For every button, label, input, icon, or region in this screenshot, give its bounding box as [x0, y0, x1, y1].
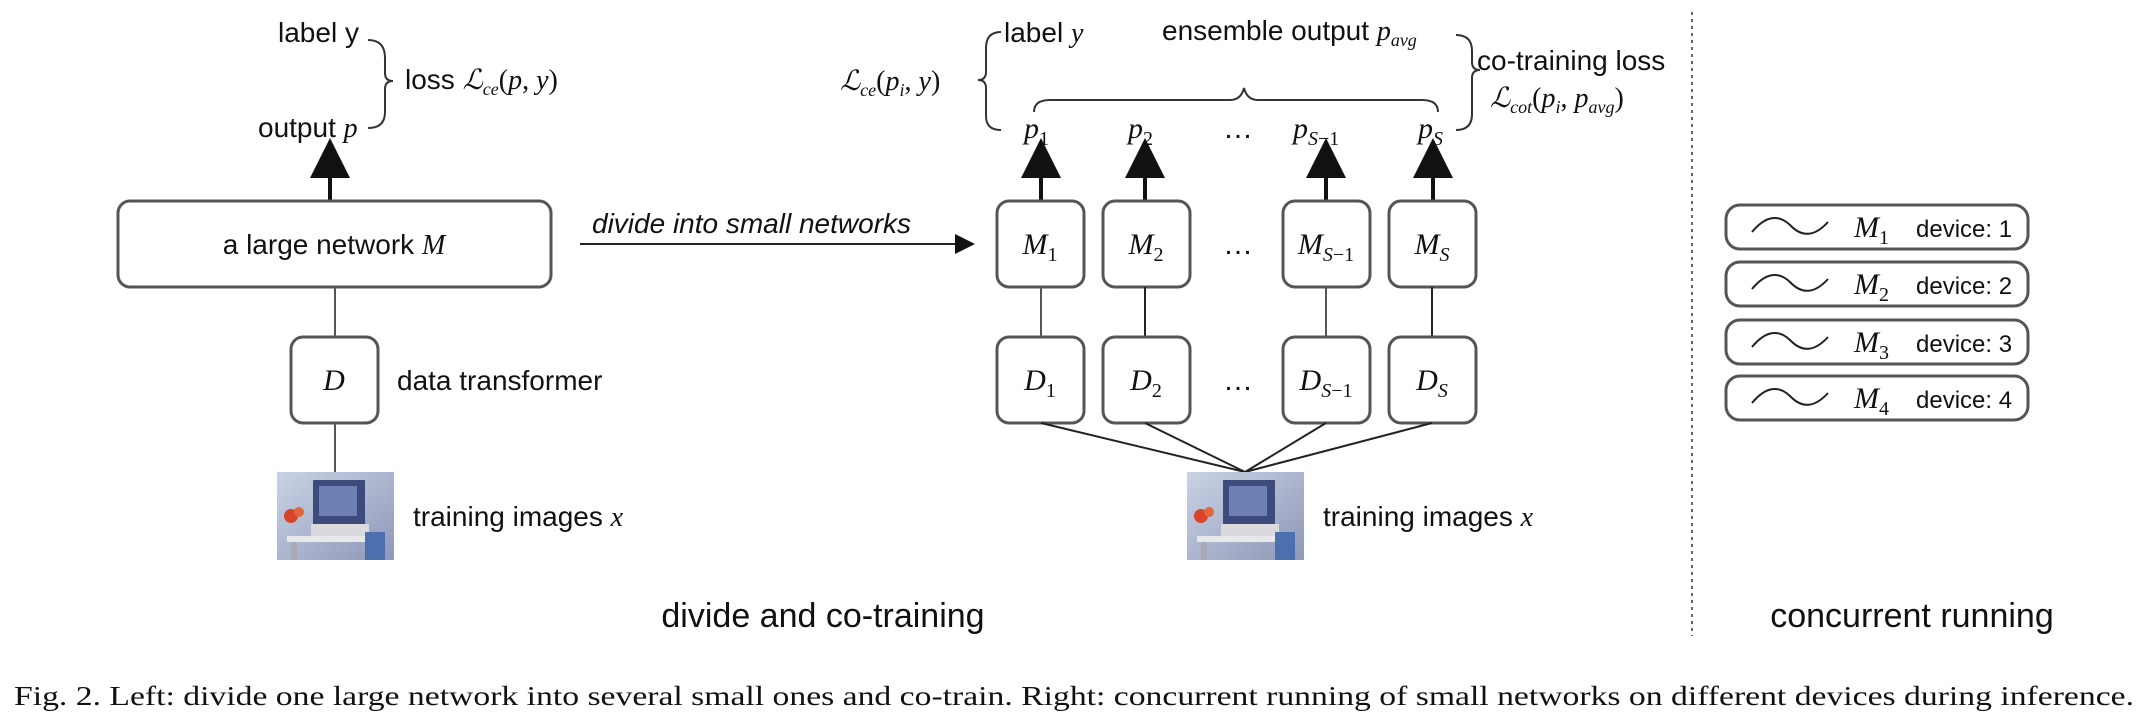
mid-loss-brace [977, 31, 1002, 131]
svg-text:device: 4: device: 4 [1916, 387, 2012, 414]
svg-text:p1: p1 [1022, 112, 1049, 150]
svg-text:p2: p2 [1126, 112, 1153, 150]
left-label-y: label y [278, 17, 359, 48]
model-ellipsis: … [1223, 228, 1253, 261]
svg-text:pS: pS [1416, 112, 1443, 150]
output-pS-1: pS−1 [1291, 112, 1339, 150]
cotraining-brace [1455, 34, 1481, 131]
left-output-p: output p [258, 112, 358, 144]
device-row-4: M4 device: 4 [1724, 374, 2030, 422]
transformer-ellipsis: … [1223, 364, 1253, 397]
output-p1: p1 [1022, 112, 1049, 150]
transformer-box-ds-1: DS−1 [1281, 335, 1372, 425]
transformer-box-ds: DS [1387, 335, 1478, 425]
mid-training-images-label: training images x [1323, 501, 1534, 533]
device-row-2: M2 device: 2 [1724, 260, 2030, 308]
svg-text:device: 2: device: 2 [1916, 273, 2012, 300]
output-ellipsis: … [1223, 112, 1253, 145]
fan-d1-img [1040, 422, 1246, 473]
large-network-label: a large network M [223, 229, 447, 261]
transformer-box-d2: D2 [1101, 335, 1192, 425]
svg-text:pS−1: pS−1 [1291, 112, 1339, 150]
figure-caption: Fig. 2. Left: divide one large network i… [14, 680, 2134, 711]
model-box-ms-1: MS−1 [1281, 199, 1372, 289]
model-box-m2: M2 [1101, 199, 1192, 289]
left-loss-brace [367, 39, 394, 129]
svg-text:M2: M2 [1128, 228, 1164, 266]
mid-loss-ce: ℒce(pi, y) [840, 66, 940, 100]
model-box-ms: MS [1387, 199, 1478, 289]
device-row-3: M3 device: 3 [1724, 318, 2030, 366]
divide-label: divide into small networks [592, 208, 911, 239]
svg-text:device: 3: device: 3 [1916, 331, 2012, 358]
section-title-right: concurrent running [1770, 597, 2054, 635]
ensemble-brace [1033, 87, 1439, 113]
left-data-transformer-symbol: D [322, 364, 345, 397]
cotraining-loss-formula: ℒcot(pi, pavg) [1490, 83, 1624, 117]
fan-d2-img [1144, 422, 1246, 473]
svg-text:device: 1: device: 1 [1916, 216, 2012, 243]
cotraining-loss-label: co-training loss [1477, 45, 1665, 76]
mid-training-image [1187, 472, 1304, 560]
output-p2: p2 [1126, 112, 1153, 150]
section-title-left: divide and co-training [661, 597, 984, 635]
model-box-m1: M1 [995, 199, 1086, 289]
mid-label-y: label y [1004, 17, 1084, 49]
left-loss: loss ℒce(p, y) [405, 64, 558, 99]
fan-ds-img [1244, 422, 1433, 473]
left-training-image [277, 472, 394, 560]
output-pS: pS [1416, 112, 1443, 150]
left-data-transformer-label: data transformer [397, 365, 602, 396]
ensemble-output-label: ensemble output pavg [1162, 15, 1417, 50]
svg-text:M1: M1 [1022, 228, 1058, 266]
device-row-1: M1 device: 1 [1724, 203, 2030, 251]
transformer-box-d1: D1 [995, 335, 1086, 425]
left-training-images-label: training images x [413, 501, 624, 533]
fan-ds1-img [1244, 422, 1327, 473]
